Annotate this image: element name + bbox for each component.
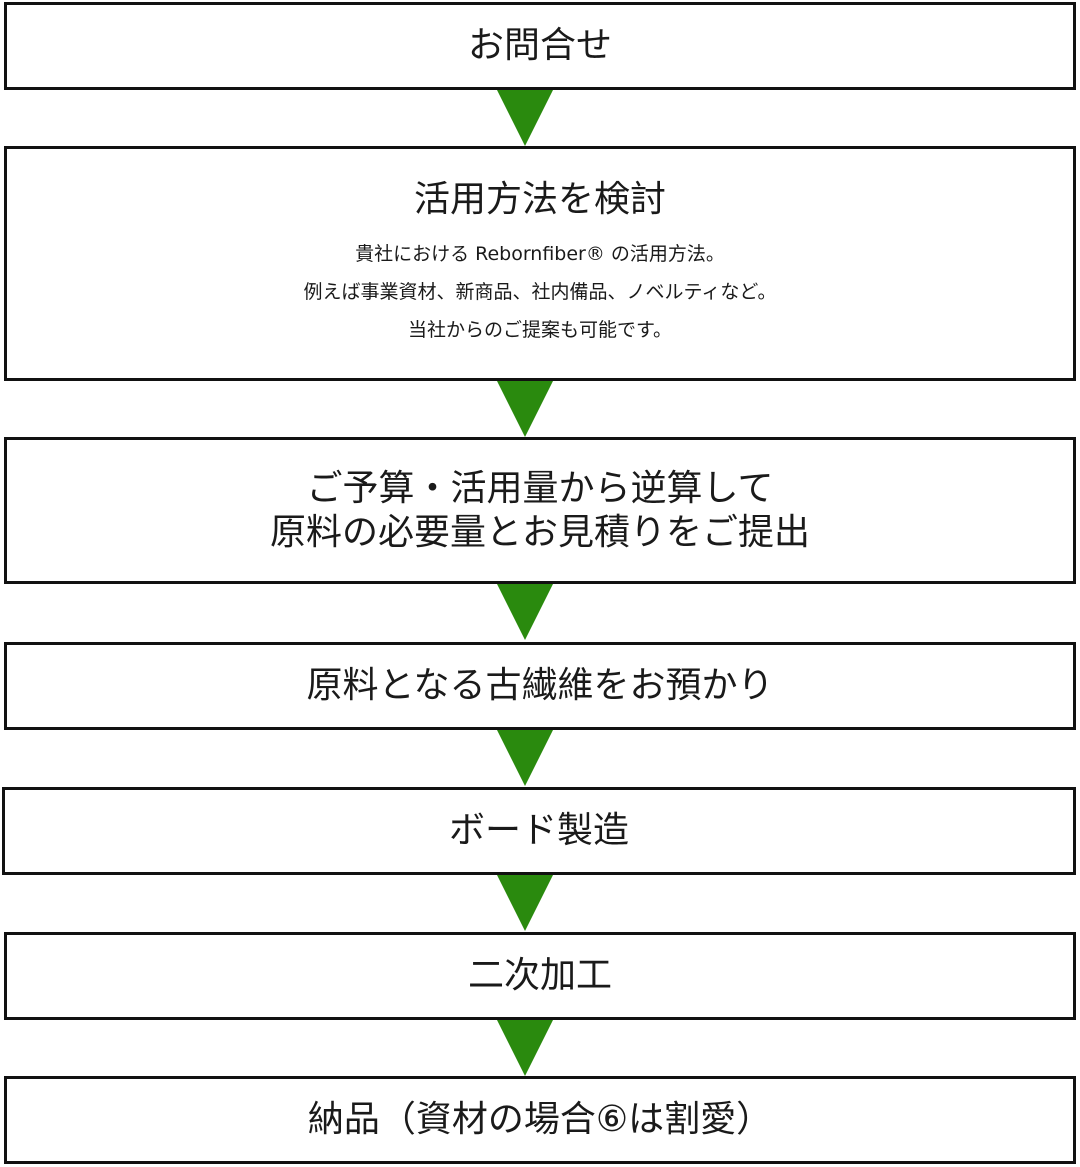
- step-7-box: 納品（資材の場合⑥は割愛）: [4, 1076, 1076, 1164]
- step-3-title-line-1: ご予算・活用量から逆算して: [306, 467, 774, 509]
- step-5-title: ボード製造: [448, 810, 629, 852]
- step-7-title: 納品（資材の場合⑥は割愛）: [307, 1099, 773, 1141]
- arrow-down-icon: [497, 90, 553, 146]
- arrow-down-icon: [497, 730, 553, 786]
- arrow-down-icon: [497, 1020, 553, 1076]
- step-2-box: 活用方法を検討 貴社における Reborn​fiber® の活用方法。 例えば事…: [4, 146, 1076, 381]
- step-1-box: お問合せ: [4, 2, 1076, 90]
- step-2-desc-line: 当社からのご提案も可能です。: [407, 319, 673, 342]
- step-6-title: 二次加工: [467, 955, 612, 997]
- step-1-title: お問合せ: [467, 25, 612, 67]
- step-3-box: ご予算・活用量から逆算して 原料の必要量とお見積りをご提出: [4, 437, 1076, 584]
- arrow-down-icon: [497, 381, 553, 437]
- step-2-desc-line: 貴社における Reborn​fiber® の活用方法。: [355, 243, 725, 266]
- step-2-description: 貴社における Reborn​fiber® の活用方法。 例えば事業資材、新商品、…: [304, 235, 777, 349]
- step-4-title: 原料となる古繊維をお預かり: [306, 665, 774, 707]
- step-6-box: 二次加工: [4, 932, 1076, 1020]
- step-2-desc-line: 例えば事業資材、新商品、社内備品、ノベルティなど。: [303, 281, 777, 304]
- arrow-down-icon: [497, 584, 553, 640]
- step-3-title-line-2: 原料の必要量とお見積りをご提出: [269, 511, 810, 553]
- step-2-title: 活用方法を検討: [413, 178, 666, 220]
- step-5-box: ボード製造: [2, 787, 1076, 875]
- arrow-down-icon: [497, 875, 553, 931]
- step-4-box: 原料となる古繊維をお預かり: [4, 642, 1076, 730]
